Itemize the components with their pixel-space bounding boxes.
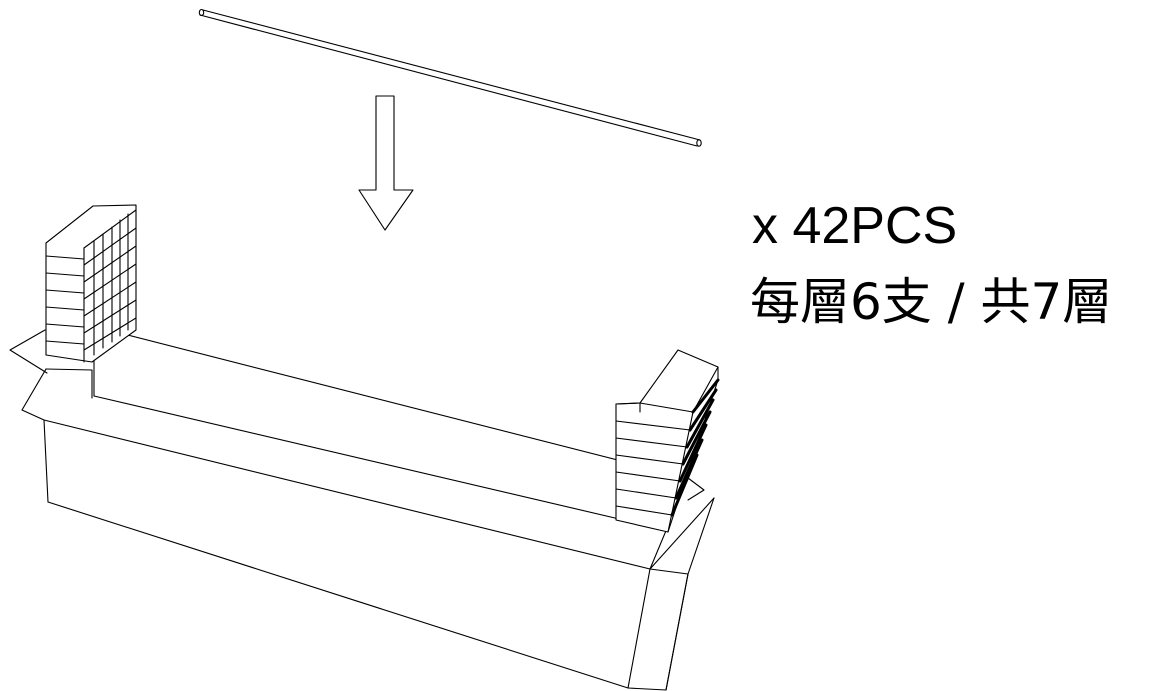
rod-holder-side-icon — [615, 349, 720, 533]
rod-holder-grid-icon — [45, 204, 137, 363]
layer-info-label: 每層6支 / 共7層 — [750, 273, 1113, 331]
quantity-label: x 42PCS — [752, 197, 958, 255]
rod-icon — [198, 8, 702, 147]
down-arrow-icon — [358, 95, 414, 231]
open-carton-icon — [9, 329, 715, 691]
